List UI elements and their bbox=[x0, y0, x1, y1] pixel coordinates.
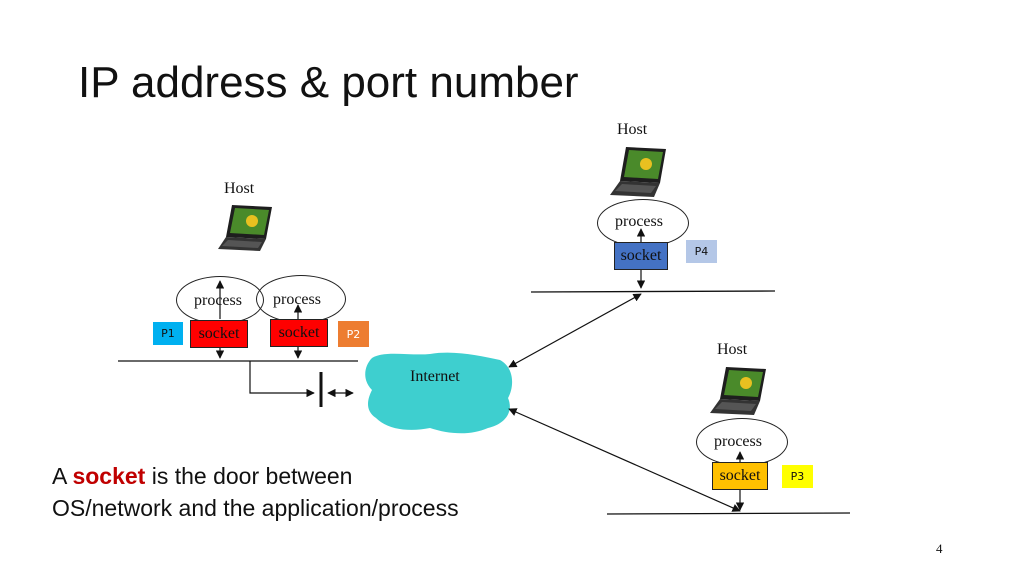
laptop-icon bbox=[710, 367, 766, 415]
caption-line1-rest: is the door between bbox=[145, 463, 353, 489]
internet-label: Internet bbox=[410, 368, 460, 385]
top-right-network-line bbox=[530, 290, 776, 293]
port-tag-p4: P4 bbox=[686, 240, 717, 263]
laptop-icon bbox=[218, 205, 272, 251]
bottom-right-network-line bbox=[606, 512, 851, 515]
top-right-host-label: Host bbox=[617, 121, 648, 138]
left-socket-a: socket bbox=[190, 320, 248, 348]
port-tag-p2: P2 bbox=[338, 321, 369, 347]
left-process-a-label: process bbox=[194, 292, 242, 309]
page-number: 4 bbox=[936, 541, 943, 556]
internet-cloud bbox=[365, 352, 513, 434]
internet-to-bottom-host bbox=[508, 408, 741, 512]
bottom-right-socket: socket bbox=[712, 462, 768, 490]
internet-to-top-host bbox=[508, 293, 642, 368]
slide-title: IP address & port number bbox=[78, 58, 579, 107]
port-tag-p3: P3 bbox=[782, 465, 813, 488]
caption-line-1: A socket is the door between bbox=[52, 460, 459, 492]
bottom-right-host-label: Host bbox=[717, 341, 748, 358]
caption-line-2: OS/network and the application/process bbox=[52, 495, 459, 521]
laptop-icon bbox=[610, 147, 666, 197]
left-host-label: Host bbox=[224, 180, 255, 197]
port-tag-p1: P1 bbox=[153, 322, 183, 345]
caption-keyword: socket bbox=[72, 463, 146, 489]
top-right-process-label: process bbox=[615, 213, 663, 230]
caption-prefix: A bbox=[52, 463, 73, 489]
left-process-b-label: process bbox=[273, 291, 321, 308]
left-socket-b: socket bbox=[270, 319, 328, 347]
bottom-right-process-label: process bbox=[714, 433, 762, 450]
left-gateway-path bbox=[249, 361, 315, 398]
top-right-socket: socket bbox=[614, 242, 668, 270]
socket-caption: A socket is the door between OS/network … bbox=[52, 460, 459, 524]
